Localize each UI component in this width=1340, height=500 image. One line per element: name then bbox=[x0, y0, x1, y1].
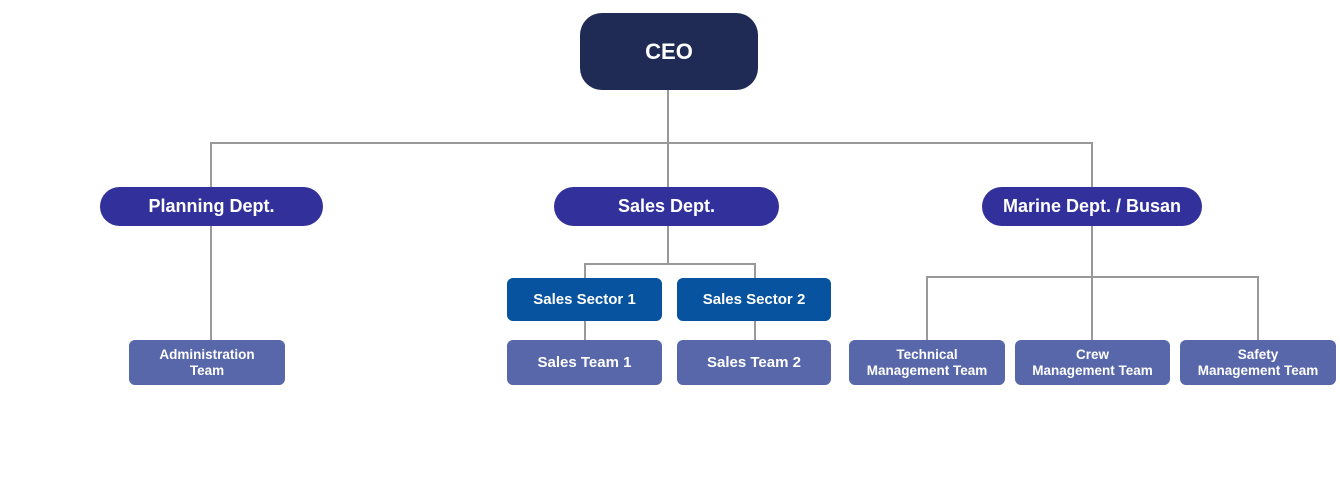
node-crew-management-team-line1: Crew bbox=[1075, 346, 1109, 362]
node-ceo: CEO bbox=[580, 13, 758, 90]
connector-sector1-drop bbox=[584, 263, 586, 278]
connector-sector2-to-team2 bbox=[754, 321, 756, 340]
node-technical-management-team-line1: Technical bbox=[896, 346, 958, 362]
node-safety-management-team-line2: Management Team bbox=[1197, 362, 1319, 378]
node-marine-dept-label: Marine Dept. / Busan bbox=[1002, 196, 1182, 217]
node-sales-dept: Sales Dept. bbox=[554, 187, 779, 226]
connector-ceo-drop bbox=[667, 90, 669, 187]
connector-marine-drop bbox=[1091, 142, 1093, 187]
connector-sector1-to-team1 bbox=[584, 321, 586, 340]
node-technical-management-team-line2: Management Team bbox=[866, 362, 988, 378]
node-sales-sector-1-label: Sales Sector 1 bbox=[533, 290, 636, 308]
connector-planning-drop bbox=[210, 142, 212, 187]
connector-sales-drop bbox=[667, 226, 669, 265]
node-ceo-label: CEO bbox=[645, 38, 693, 64]
node-sales-sector-2-label: Sales Sector 2 bbox=[702, 290, 806, 308]
connector-safety-drop bbox=[1257, 276, 1259, 340]
node-administration-team: Administration Team bbox=[129, 340, 285, 385]
node-sales-sector-1: Sales Sector 1 bbox=[507, 278, 662, 321]
node-safety-management-team-line1: Safety bbox=[1237, 346, 1279, 362]
node-safety-management-team: Safety Management Team bbox=[1180, 340, 1336, 385]
connector-sector2-drop bbox=[754, 263, 756, 278]
node-planning-dept-label: Planning Dept. bbox=[148, 196, 275, 217]
connector-planning-to-admin bbox=[210, 226, 212, 340]
node-administration-team-line2: Team bbox=[189, 362, 225, 378]
node-technical-management-team: Technical Management Team bbox=[849, 340, 1005, 385]
node-crew-management-team-line2: Management Team bbox=[1032, 362, 1153, 378]
node-sales-dept-label: Sales Dept. bbox=[617, 196, 716, 217]
connector-crew-drop bbox=[1091, 276, 1093, 340]
node-marine-dept: Marine Dept. / Busan bbox=[982, 187, 1202, 226]
node-sales-sector-2: Sales Sector 2 bbox=[677, 278, 831, 321]
connector-marine-sub-drop bbox=[1091, 226, 1093, 278]
node-crew-management-team: Crew Management Team bbox=[1015, 340, 1170, 385]
node-sales-team-2: Sales Team 2 bbox=[677, 340, 831, 385]
connector-sales-rail bbox=[584, 263, 756, 265]
node-sales-team-1: Sales Team 1 bbox=[507, 340, 662, 385]
node-administration-team-line1: Administration bbox=[159, 346, 255, 362]
connector-departments-rail bbox=[210, 142, 1093, 144]
connector-technical-drop bbox=[926, 276, 928, 340]
node-sales-team-2-label: Sales Team 2 bbox=[707, 353, 801, 371]
node-planning-dept: Planning Dept. bbox=[100, 187, 323, 226]
node-sales-team-1-label: Sales Team 1 bbox=[537, 353, 632, 371]
